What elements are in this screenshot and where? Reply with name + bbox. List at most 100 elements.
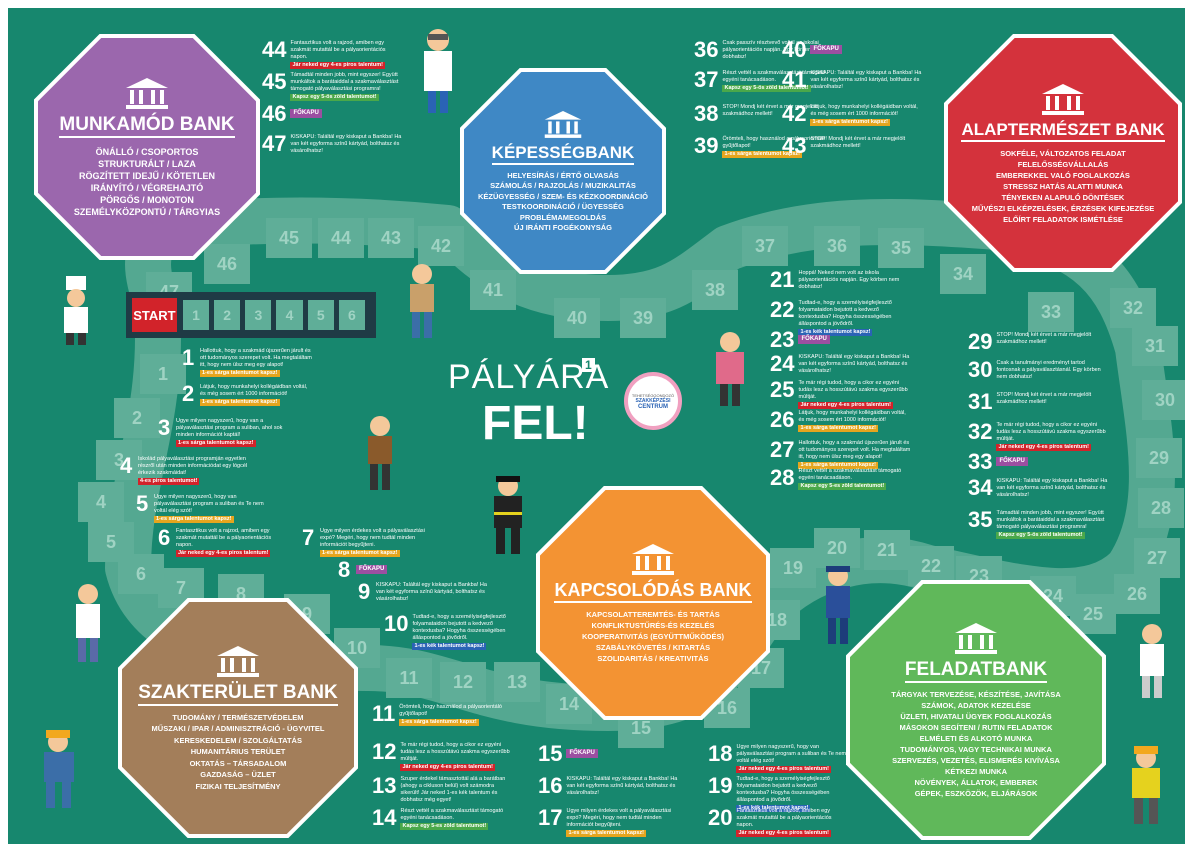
track-tile[interactable]: 45 — [266, 218, 312, 258]
question-text: STOP! Mondj két érvet a már megjelölt sz… — [810, 136, 922, 150]
question-body: KISKAPU: Találtál egy kiskaput a Bankba!… — [996, 478, 1108, 498]
question-text: Csak passzív résztvevő voltál az iskolai… — [722, 40, 834, 61]
track-tile[interactable]: 3 — [96, 440, 142, 480]
track-tile[interactable]: 11 — [386, 658, 432, 698]
bank-item: FIZIKAI TELJESÍTMÉNY — [195, 781, 281, 791]
question-text: Iskolád pályaválasztási programján egyet… — [138, 456, 250, 485]
track-tile[interactable]: 22 — [908, 546, 954, 586]
question-body: Támadtál minden jobb, mint egyszer! Együ… — [996, 510, 1105, 530]
question-number: 31 — [968, 389, 993, 414]
question-text: Ugye milyen nagyszerű, hogy van pályavál… — [736, 744, 848, 773]
track-tile[interactable]: 36 — [814, 226, 860, 266]
reward-tag: 1-es sárga talentumot kapsz! — [798, 425, 878, 432]
bank-item: SZÁMOLÁS / RAJZOLÁS / MUZIKALITÁS — [490, 181, 636, 190]
question-number: 45 — [262, 69, 287, 94]
hardhat-character — [1124, 744, 1168, 833]
track-tile[interactable]: 19 — [770, 548, 816, 588]
chef-character — [56, 276, 96, 351]
track-tile[interactable]: 33 — [1028, 292, 1074, 332]
question-number: 40 — [782, 37, 807, 62]
question-body: Te már régi tudod, hogy a cikor ez egyén… — [996, 422, 1106, 442]
start-square[interactable]: 6 — [338, 300, 366, 330]
track-tile[interactable]: 42 — [418, 226, 464, 266]
start-square[interactable]: 3 — [245, 300, 272, 330]
track-tile[interactable]: 4 — [78, 482, 124, 522]
question-body: Tudtad-e, hogy a személyiségfejlesztő fo… — [736, 776, 830, 803]
bank-title: ALAPTERMÉSZET BANK — [961, 120, 1165, 142]
track-tile[interactable]: 46 — [204, 244, 250, 284]
bank-item: PÖRGŐS / MONOTON — [100, 195, 194, 205]
bank-item: SZERVEZÉS, VEZETÉS, ELISMERÉS KIVÍVÁSA — [892, 756, 1060, 765]
question-number: 30 — [968, 357, 993, 382]
question-body: KISKAPU: Találtál egy kiskaput a Bankba!… — [290, 134, 402, 154]
track-tile[interactable]: 39 — [620, 298, 666, 338]
bank-item: RÖGZÍTETT IDEJŰ / KÖTETLEN — [78, 171, 215, 181]
track-tile[interactable]: 43 — [368, 218, 414, 258]
track-tile[interactable]: 41 — [470, 270, 516, 310]
question-body: Hallottuk, hogy a szakmád újszerűen járu… — [798, 440, 911, 460]
question-number: 34 — [968, 475, 993, 500]
bank-item: ELŐÍRT FELADATOK ISMÉTLÉSE — [1003, 214, 1123, 224]
bank-item: IRÁNYÍTÓ / VÉGREHAJTÓ — [90, 183, 204, 193]
start-square[interactable]: 1 — [182, 300, 210, 330]
track-tile[interactable]: 14 — [546, 684, 592, 724]
bank-item: KONFLIKTUSTŰRÉS-ÉS KEZELÉS — [591, 621, 715, 630]
bank-item: SZÁMOK, ADATOK KEZELÉSE — [921, 701, 1031, 710]
track-tile[interactable]: 12 — [440, 662, 486, 702]
track-tile[interactable]: 40 — [554, 298, 600, 338]
question-text: Látjuk, hogy munkahelyi kollégáidban vol… — [810, 104, 922, 126]
track-tile[interactable]: 6 — [118, 554, 164, 594]
track-tile[interactable]: 34 — [940, 254, 986, 294]
question-body: Csak passzív résztvevő voltál az iskolai… — [722, 40, 824, 60]
question-number: 24 — [770, 351, 795, 376]
reward-tag: 1-es sárga talentumot kapsz! — [200, 370, 280, 377]
question-number: 41 — [782, 67, 807, 92]
question-number: 10 — [384, 611, 409, 636]
track-tile[interactable]: 2 — [114, 398, 160, 438]
track-tile[interactable]: 44 — [318, 218, 364, 258]
question-text: FŐKAPU — [810, 40, 922, 54]
question-body: Részt vettél a szakmaválasztást támogató… — [798, 468, 902, 481]
track-tile[interactable]: 32 — [1110, 288, 1156, 328]
track-tile[interactable]: 26 — [1114, 574, 1160, 614]
start-square[interactable]: 4 — [276, 300, 303, 330]
track-tile[interactable]: 27 — [1134, 538, 1180, 578]
track-tile[interactable]: 38 — [692, 270, 738, 310]
question-text: STOP! Mondj két érvet a már megjelölt sz… — [996, 392, 1108, 406]
question-body: Örömteli, hogy használod a pályaorientál… — [722, 136, 826, 149]
track-tile[interactable]: 20 — [814, 528, 860, 568]
track-tile[interactable]: 37 — [742, 226, 788, 266]
track-tile[interactable]: 1 — [140, 354, 186, 394]
track-tile[interactable]: 28 — [1138, 488, 1184, 528]
track-tile[interactable]: 21 — [864, 530, 910, 570]
track-tile[interactable]: 30 — [1142, 380, 1185, 420]
question-number: 2 — [182, 381, 195, 406]
fokapu-badge: FŐKAPU — [290, 109, 322, 118]
question-number: 23 — [770, 327, 795, 352]
fokapu-badge: FŐKAPU — [566, 749, 598, 758]
question-text: Örömteli, hogy használod a pályaorientál… — [722, 136, 834, 158]
track-tile[interactable]: 29 — [1136, 438, 1182, 478]
track-tile[interactable]: 35 — [878, 228, 924, 268]
start-square[interactable]: 5 — [307, 300, 334, 330]
track-tile[interactable]: 31 — [1132, 326, 1178, 366]
start-label[interactable]: START — [132, 298, 177, 332]
start-square[interactable]: 2 — [214, 300, 241, 330]
track-tile[interactable]: 13 — [494, 662, 540, 702]
bank-item: SZEMÉLYKÖZPONTÚ / TÁRGYIAS — [73, 207, 221, 217]
question-number: 43 — [782, 133, 807, 158]
question-text: FŐKAPU — [566, 744, 678, 758]
